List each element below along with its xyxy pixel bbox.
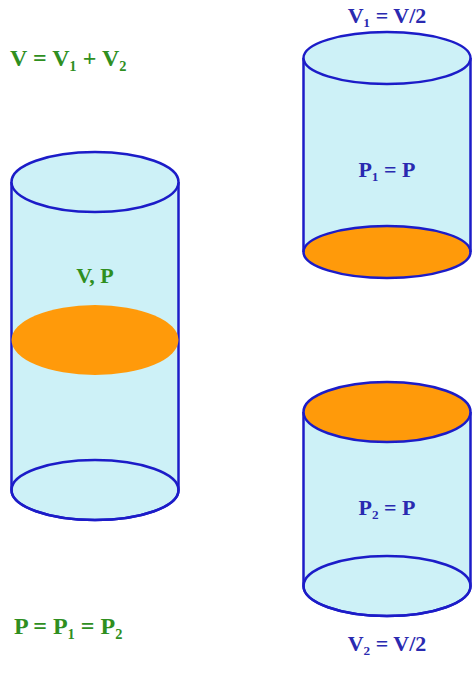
piston-disk: [304, 382, 471, 442]
cylinder-outline: [10, 150, 180, 522]
cylinder-body: [12, 182, 179, 520]
piston-disk: [12, 305, 179, 375]
cylinder-side: [469, 412, 472, 586]
state-label: P₂ = P: [302, 494, 472, 522]
volume-label: V₁ = V/2: [302, 2, 472, 30]
state-label: P₁ = P: [302, 156, 472, 184]
cylinder: P₂ = PV₂ = V/2: [302, 382, 472, 618]
cylinder-base-front: [304, 586, 471, 616]
cylinder-base: [304, 556, 471, 616]
cylinder: V, P: [10, 150, 180, 522]
cylinder-top: [304, 32, 471, 84]
cylinder: V₁ = V/2P₁ = P: [302, 34, 472, 284]
cylinder-side: [302, 412, 305, 586]
cylinder-base: [12, 460, 179, 520]
volume-label: V₂ = V/2: [302, 630, 472, 658]
state-label: V, P: [10, 262, 180, 290]
equation-label: V = V₁ + V₂: [10, 44, 126, 72]
cylinder-side: [302, 58, 305, 252]
cylinder-base-front: [12, 490, 179, 520]
cylinder-side: [469, 58, 472, 252]
equation-label: P = P₁ = P₂: [14, 612, 122, 640]
cylinder-top: [12, 152, 179, 212]
cylinder-base: [304, 226, 471, 278]
